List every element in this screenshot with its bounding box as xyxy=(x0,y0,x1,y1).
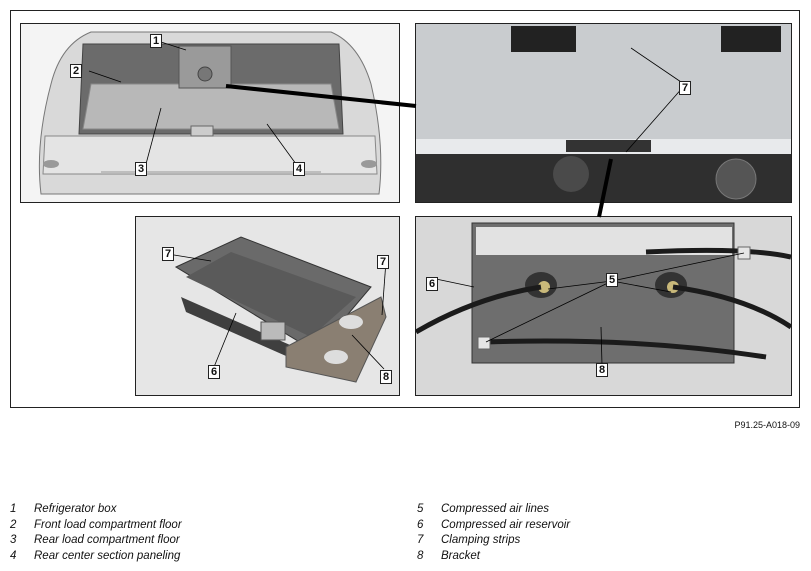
callout-5: 5 xyxy=(606,273,618,287)
legend-left-column: 1 Refrigerator box 2 Front load compartm… xyxy=(10,502,182,564)
legend-number: 7 xyxy=(417,534,424,546)
callout-8-left: 8 xyxy=(380,370,392,384)
vehicle-rear-illustration xyxy=(21,24,399,202)
reservoir-unit-illustration xyxy=(136,217,399,395)
figure-code: P91.25-A018-09 xyxy=(734,420,800,430)
legend-text: Rear load compartment floor xyxy=(34,534,180,546)
legend-item: 4 Rear center section paneling xyxy=(10,549,182,565)
callout-7-left: 7 xyxy=(162,247,174,261)
legend-text: Front load compartment floor xyxy=(34,518,182,531)
clamping-strips-illustration xyxy=(416,24,791,202)
legend-item: 6 Compressed air reservoir xyxy=(417,518,570,534)
figure-frame: 1 2 3 4 7 xyxy=(10,10,800,408)
legend-item: 8 Bracket xyxy=(417,549,570,565)
legend-text: Compressed air lines xyxy=(441,503,550,515)
legend-number: 1 xyxy=(10,503,17,515)
legend-text: Clamping strips xyxy=(441,534,521,546)
legend-text: Rear center section paneling xyxy=(34,549,181,562)
legend-text: Bracket xyxy=(441,549,480,562)
panel-vehicle-rear: 1 2 3 4 xyxy=(20,23,400,203)
legend-item: 7 Clamping strips xyxy=(417,533,570,549)
callout-7-top: 7 xyxy=(679,81,691,95)
panel-clamping-strips: 7 xyxy=(415,23,792,203)
callout-3: 3 xyxy=(135,162,147,176)
legend-number: 8 xyxy=(417,549,424,562)
callout-4: 4 xyxy=(293,162,305,176)
callout-6-left: 6 xyxy=(208,365,220,379)
air-lines-illustration xyxy=(416,217,791,395)
legend-number: 2 xyxy=(10,518,17,531)
legend-number: 4 xyxy=(10,549,17,562)
legend-right-column: 5 Compressed air lines 6 Compressed air … xyxy=(417,502,570,564)
legend-number: 3 xyxy=(10,534,17,546)
callout-6-right: 6 xyxy=(426,277,438,291)
legend-text: Refrigerator box xyxy=(34,503,117,515)
panel-air-lines: 5 6 8 xyxy=(415,216,792,396)
legend-text: Compressed air reservoir xyxy=(441,518,571,531)
callout-8-right: 8 xyxy=(596,363,608,377)
callout-2: 2 xyxy=(70,64,82,78)
legend-item: 2 Front load compartment floor xyxy=(10,518,182,534)
callout-1: 1 xyxy=(150,34,162,48)
legend-number: 6 xyxy=(417,518,424,531)
panel-reservoir-unit: 7 7 6 8 xyxy=(135,216,400,396)
legend-item: 1 Refrigerator box xyxy=(10,502,182,518)
legend-item: 5 Compressed air lines xyxy=(417,502,570,518)
legend-item: 3 Rear load compartment floor xyxy=(10,533,182,549)
callout-7-right: 7 xyxy=(377,255,389,269)
legend-number: 5 xyxy=(417,503,424,515)
